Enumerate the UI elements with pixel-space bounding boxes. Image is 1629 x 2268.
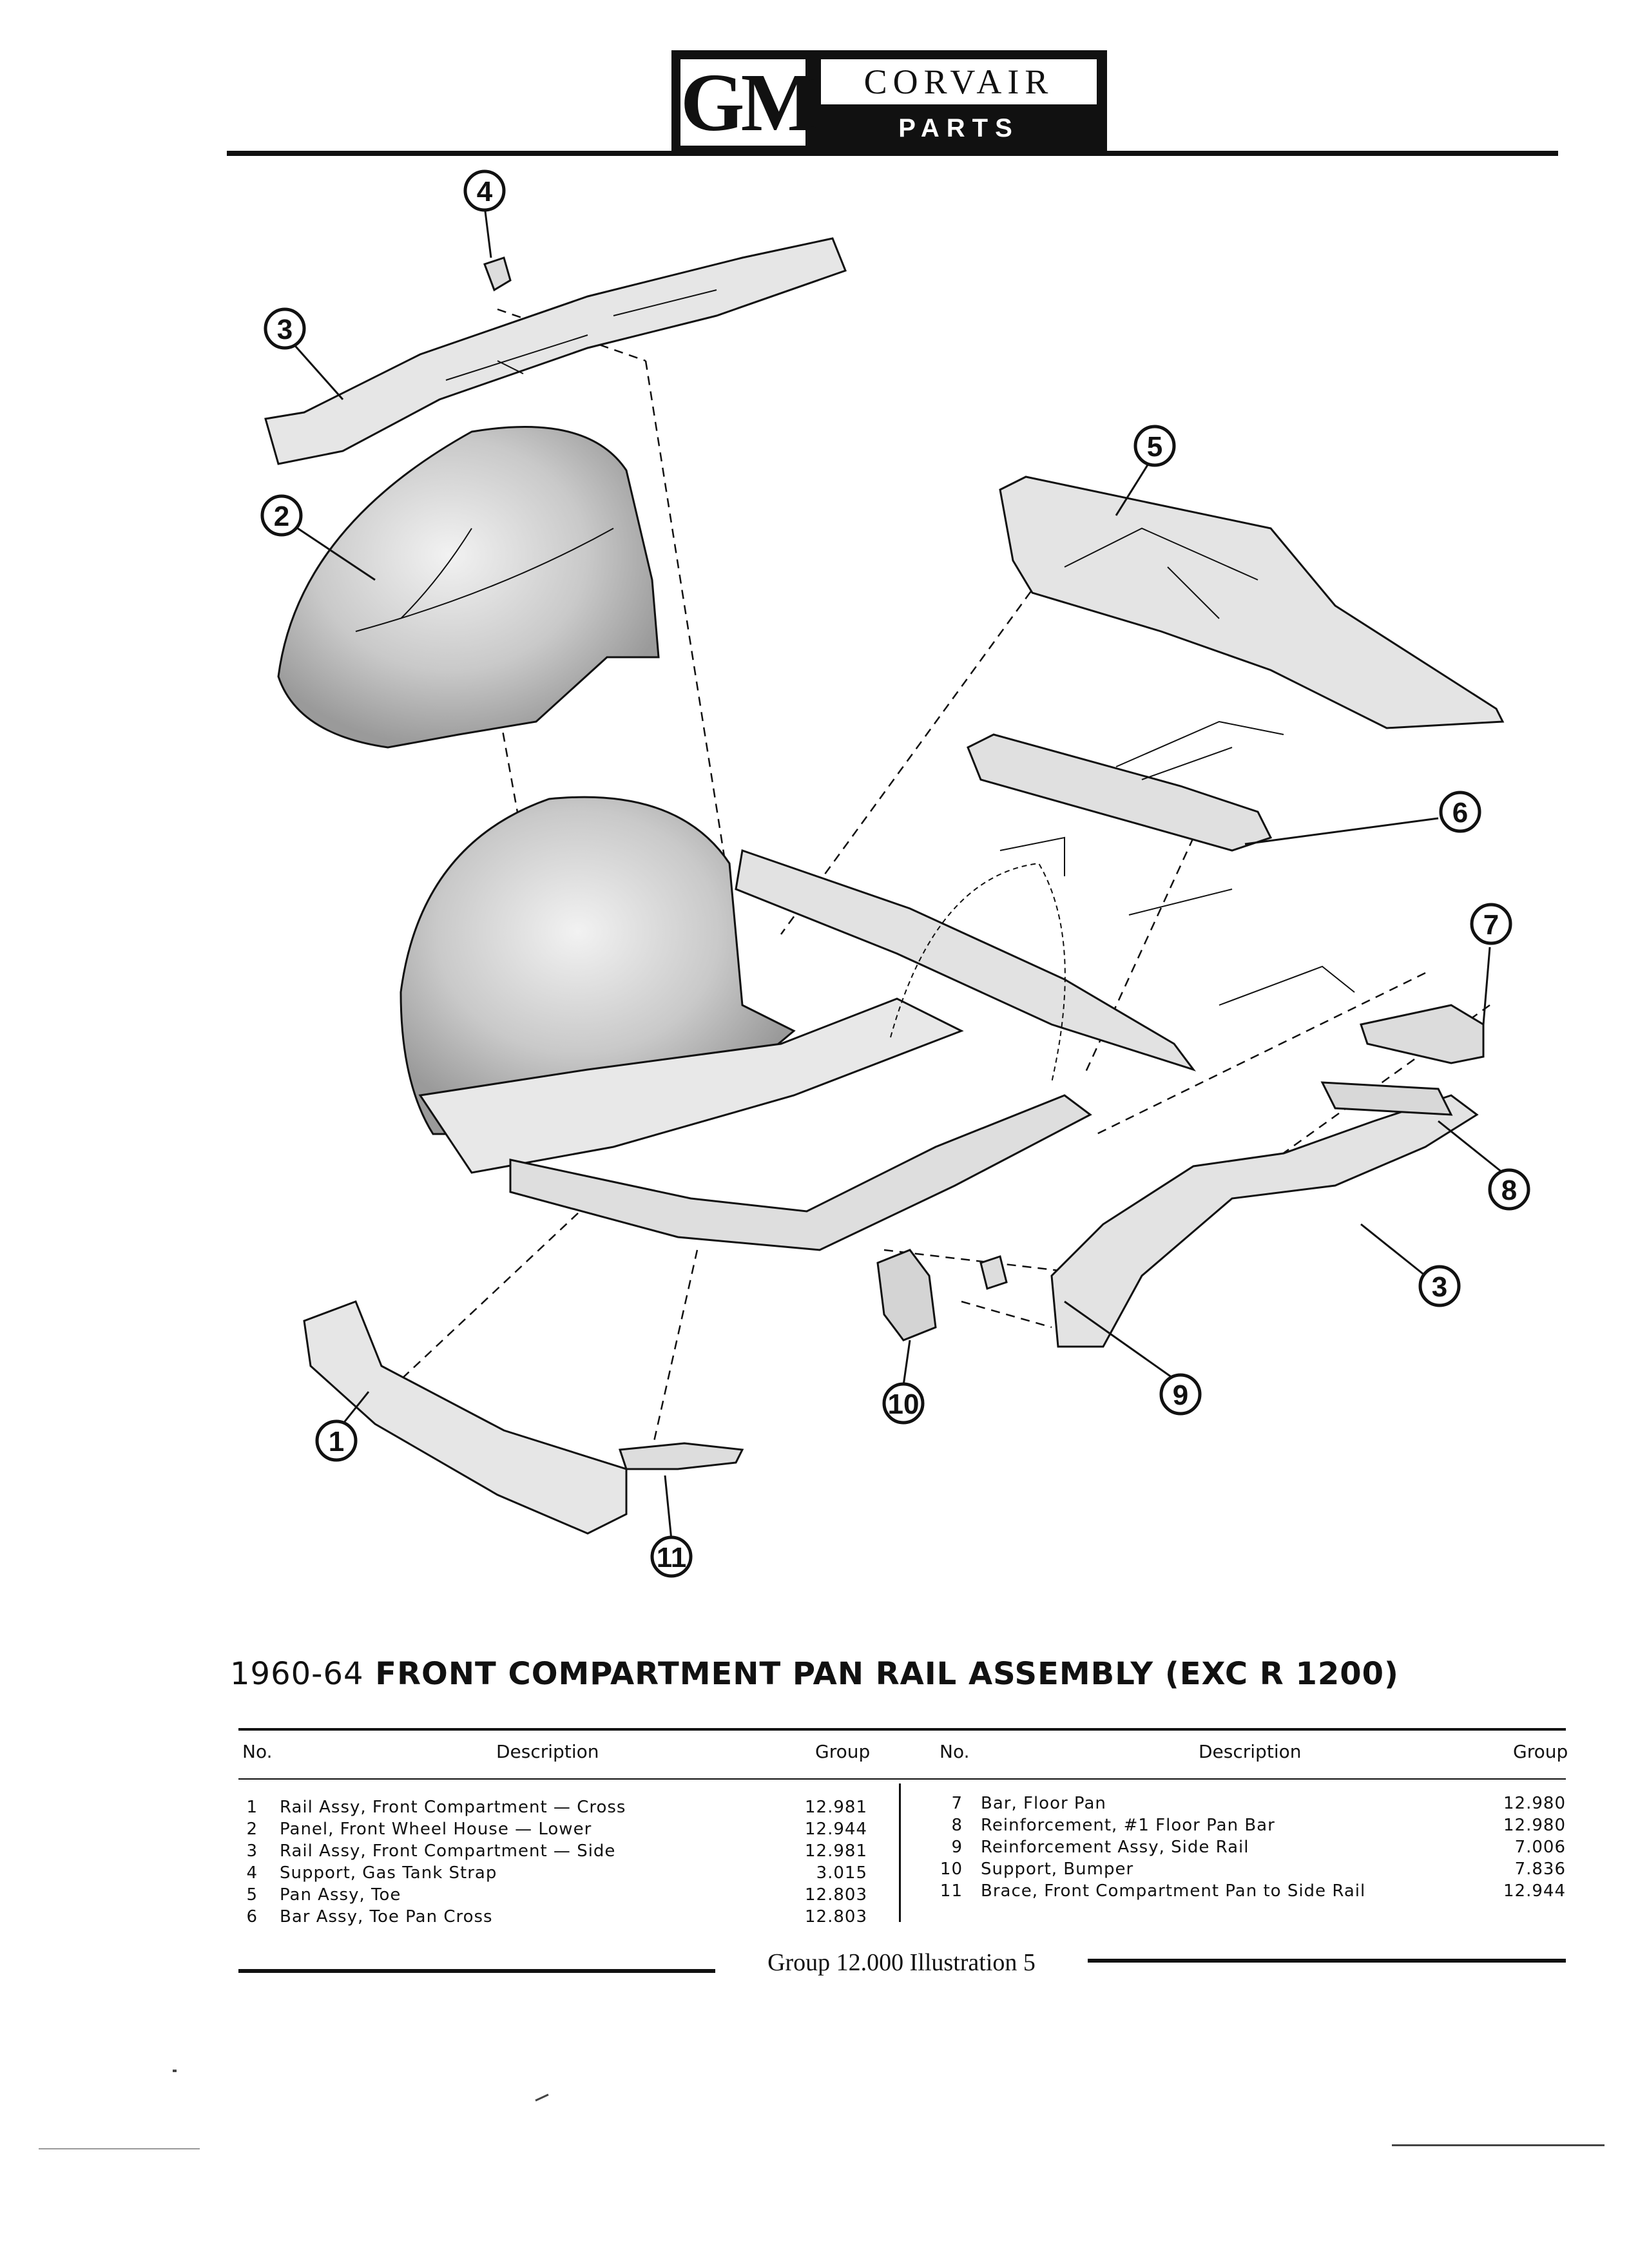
part-description: Rail Assy, Front Compartment — Side	[280, 1841, 616, 1861]
part-description: Bar, Floor Pan	[981, 1794, 1106, 1813]
part-no: 6	[246, 1907, 258, 1927]
callout-7: 7	[1470, 903, 1512, 945]
floor-pan-bar	[1360, 1004, 1485, 1064]
part-no: 4	[246, 1863, 258, 1883]
front-cross-rail	[303, 1300, 628, 1535]
wheel-house-panel	[277, 426, 660, 749]
part-no: 9	[951, 1838, 963, 1857]
table-header-rule	[238, 1778, 1566, 1780]
part-group: 12.980	[1503, 1794, 1566, 1813]
floor-pan-bar-reinforcement	[1320, 1081, 1453, 1116]
main-frame-side-rail	[735, 849, 1197, 1072]
svg-text:10: 10	[888, 1389, 920, 1420]
scan-speck	[535, 2093, 549, 2102]
part-group: 3.015	[816, 1863, 867, 1883]
part-group: 12.980	[1503, 1816, 1566, 1835]
callout-9: 9	[1159, 1373, 1202, 1416]
header-rule	[227, 151, 1558, 156]
part-group: 12.803	[805, 1885, 867, 1905]
callout-11: 11	[650, 1535, 693, 1578]
part-group: 12.944	[805, 1820, 867, 1839]
callout-3-lower: 3	[1418, 1265, 1461, 1307]
badge-title: CORVAIR	[821, 59, 1097, 104]
caption-years: 1960-64	[230, 1656, 364, 1692]
part-group: 12.981	[805, 1798, 867, 1817]
callout-1: 1	[315, 1419, 358, 1462]
side-rail-lower	[1050, 1094, 1479, 1348]
svg-text:1: 1	[329, 1426, 344, 1457]
svg-text:7: 7	[1483, 909, 1499, 941]
part-description: Brace, Front Compartment Pan to Side Rai…	[981, 1881, 1366, 1901]
scan-speck	[173, 2070, 177, 2072]
part-description: Reinforcement, #1 Floor Pan Bar	[981, 1816, 1275, 1835]
callout-3-upper: 3	[264, 307, 306, 350]
part-no: 5	[246, 1885, 258, 1905]
part-group: 7.006	[1514, 1838, 1566, 1857]
part-description: Support, Gas Tank Strap	[280, 1863, 497, 1883]
footer-rule-left	[238, 1969, 715, 1973]
svg-text:11: 11	[657, 1542, 687, 1573]
callout-2: 2	[260, 494, 303, 537]
header-description-right: Description	[1199, 1741, 1302, 1762]
part-no: 10	[940, 1860, 963, 1879]
badge-subtitle: PARTS CATALOGUE	[847, 114, 1071, 177]
footer-group-illustration: Group 12.000 Illustration 5	[767, 1949, 1036, 1976]
part-no: 7	[951, 1794, 963, 1813]
part-description: Reinforcement Assy, Side Rail	[981, 1838, 1249, 1857]
callout-10: 10	[882, 1382, 925, 1425]
table-column-separator	[899, 1783, 901, 1922]
part-no: 11	[940, 1881, 963, 1901]
svg-text:3: 3	[277, 314, 293, 345]
header-no-right: No.	[940, 1741, 970, 1762]
svg-text:8: 8	[1501, 1175, 1517, 1206]
part-group: 12.803	[805, 1907, 867, 1927]
main-frame-cross-member	[509, 1094, 1092, 1251]
side-rail-reinforcement	[979, 1255, 1008, 1290]
part-group: 12.981	[805, 1841, 867, 1861]
header-group-left: Group	[815, 1741, 871, 1762]
callout-5: 5	[1133, 425, 1176, 467]
header-group-right: Group	[1513, 1741, 1568, 1762]
part-description: Bar Assy, Toe Pan Cross	[280, 1907, 493, 1927]
part-no: 2	[246, 1820, 258, 1839]
part-no: 3	[246, 1841, 258, 1861]
part-no: 8	[951, 1816, 963, 1835]
callout-8: 8	[1488, 1168, 1530, 1211]
part-no: 1	[246, 1798, 258, 1817]
gas-tank-strap-support	[483, 256, 512, 292]
bumper-support	[876, 1249, 937, 1341]
part-description: Panel, Front Wheel House — Lower	[280, 1820, 592, 1839]
illustration-caption: 1960-64 FRONT COMPARTMENT PAN RAIL ASSEM…	[0, 1656, 1629, 1692]
scan-line	[1392, 2144, 1605, 2146]
svg-text:5: 5	[1147, 431, 1162, 463]
gm-logo: GM	[680, 57, 818, 148]
compartment-pan-brace	[618, 1442, 744, 1470]
svg-text:3: 3	[1432, 1271, 1447, 1303]
svg-text:2: 2	[274, 501, 289, 532]
header-description-left: Description	[496, 1741, 599, 1762]
header-no-left: No.	[242, 1741, 273, 1762]
callout-6: 6	[1439, 791, 1481, 833]
callout-4: 4	[463, 169, 506, 212]
part-description: Pan Assy, Toe	[280, 1885, 401, 1905]
main-wheel-house	[400, 796, 796, 1135]
table-top-rule	[238, 1728, 1566, 1731]
svg-text:4: 4	[477, 176, 493, 207]
caption-title: FRONT COMPARTMENT PAN RAIL ASSEMBLY (EXC…	[375, 1656, 1399, 1692]
exploded-parts-illustration: 4 3 2 5 6 7 8 3 9 10 1 11	[260, 169, 1530, 1578]
part-group: 12.944	[1503, 1881, 1566, 1901]
svg-text:6: 6	[1452, 797, 1468, 829]
part-description: Support, Bumper	[981, 1860, 1134, 1879]
scan-line	[39, 2148, 200, 2149]
toe-pan	[999, 476, 1505, 729]
toe-pan-cross-bar	[967, 733, 1273, 852]
side-rail-upper	[264, 237, 847, 465]
part-group: 7.836	[1514, 1860, 1566, 1879]
footer-rule-right	[1088, 1959, 1566, 1963]
svg-text:9: 9	[1173, 1379, 1188, 1411]
catalogue-badge: GM CORVAIR PARTS CATALOGUE	[671, 50, 1107, 177]
part-description: Rail Assy, Front Compartment — Cross	[280, 1798, 626, 1817]
